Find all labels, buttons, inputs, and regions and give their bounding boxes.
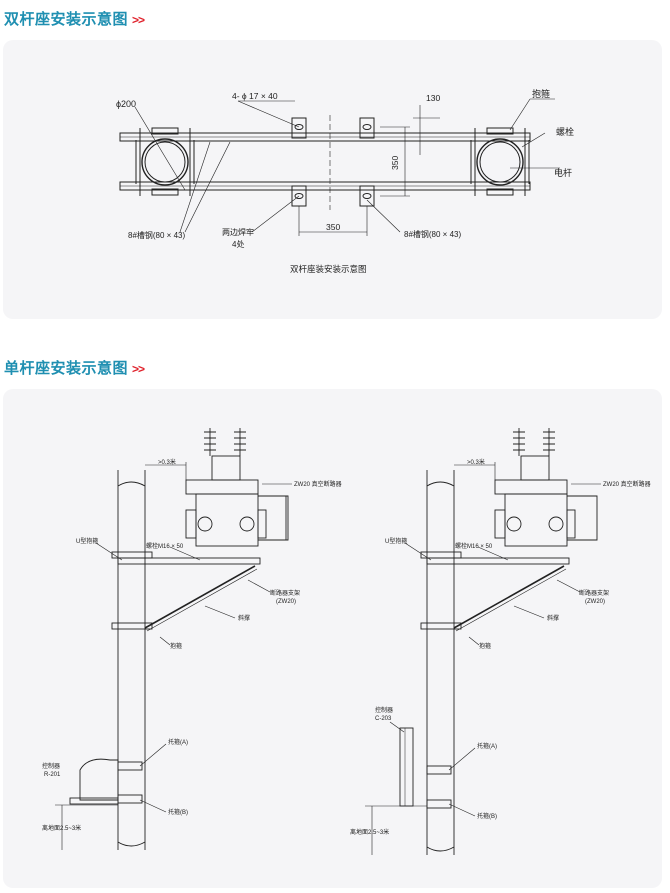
section-title-text: 双杆座安装示意图: [4, 11, 129, 28]
chevron-right-icon: >>: [132, 362, 145, 376]
double-pole-panel: [3, 40, 662, 319]
breaker-label: ZW20 真空断路器: [294, 480, 342, 488]
section-title-double-pole: 双杆座安装示意图>>: [4, 8, 145, 29]
controller-box: [399, 727, 414, 807]
channel-left-label: 8#槽钢(80 × 43): [128, 230, 185, 240]
bolt-label: 螺栓M16 × 50: [455, 542, 493, 550]
channel-right-label: 8#槽钢(80 × 43): [404, 229, 461, 239]
hoop-label: 抱箍: [532, 88, 550, 99]
clamp-b-label: 托箍(B): [477, 812, 497, 820]
clearance-label: >0.3米: [467, 458, 485, 466]
brace-bar: [453, 565, 565, 629]
pole-label: 电杆: [554, 167, 572, 178]
controller-model-label: R-201: [44, 772, 61, 778]
u-hoop-label: U型抱箍: [76, 537, 98, 545]
hoop-label: 抱箍: [479, 642, 491, 650]
height-label: 离地面2.5~3米: [350, 828, 389, 836]
section-title-single-pole: 单杆座安装示意图>>: [4, 357, 145, 378]
section-title-text: 单杆座安装示意图: [4, 360, 129, 377]
clamp-a-label: 托箍(A): [477, 742, 497, 750]
weld-count-label: 4处: [232, 239, 244, 249]
breaker-top: [494, 479, 568, 495]
u-hoop-label: U型抱箍: [385, 537, 407, 545]
controller-model-label: C-203: [375, 716, 392, 722]
bolt-label: 螺栓M16 × 50: [146, 542, 184, 550]
bracket-model-label: (ZW20): [585, 599, 605, 605]
dim-350-horizontal-label: 350: [326, 222, 340, 232]
height-label: 离地面2.5~3米: [42, 824, 81, 832]
hoop-label: 抱箍: [170, 642, 182, 650]
diameter-label: ϕ200: [116, 99, 136, 109]
clamp-a-label: 托箍(A): [168, 738, 188, 746]
double-pole-diagram: ϕ200 4- ϕ 17 × 40 130 抱箍 螺栓 电杆 350 350 8…: [116, 88, 574, 274]
breaker-body: [504, 493, 568, 547]
bracket-label: 断路器支架: [579, 589, 609, 597]
clamp-b-label: 托箍(B): [168, 808, 188, 816]
diagram-caption: 双杆座装安装示意图: [290, 264, 367, 274]
breaker-label: ZW20 真空断路器: [603, 480, 651, 488]
dim-130-label: 130: [426, 93, 440, 103]
clearance-label: >0.3米: [158, 458, 176, 466]
bracket-arm: [117, 557, 261, 565]
bracket-arm: [426, 557, 570, 565]
brace-label: 斜撑: [547, 614, 559, 622]
bracket-label: 断路器支架: [270, 589, 300, 597]
controller-box: [79, 758, 119, 801]
holes-label: 4- ϕ 17 × 40: [232, 91, 278, 101]
brace-label: 斜撑: [238, 614, 250, 622]
controller-label: 控制器: [42, 762, 60, 770]
controller-label: 控制器: [375, 706, 393, 714]
bolt-label: 螺栓: [556, 126, 574, 137]
left-pole-section: [141, 138, 189, 186]
weld-label: 两边焊牢: [222, 227, 254, 237]
bracket-model-label: (ZW20): [276, 599, 296, 605]
brace-bar: [144, 565, 256, 629]
chevron-right-icon: >>: [132, 13, 145, 27]
right-pole-section: [476, 138, 524, 186]
dim-350-vertical-label: 350: [390, 156, 400, 170]
